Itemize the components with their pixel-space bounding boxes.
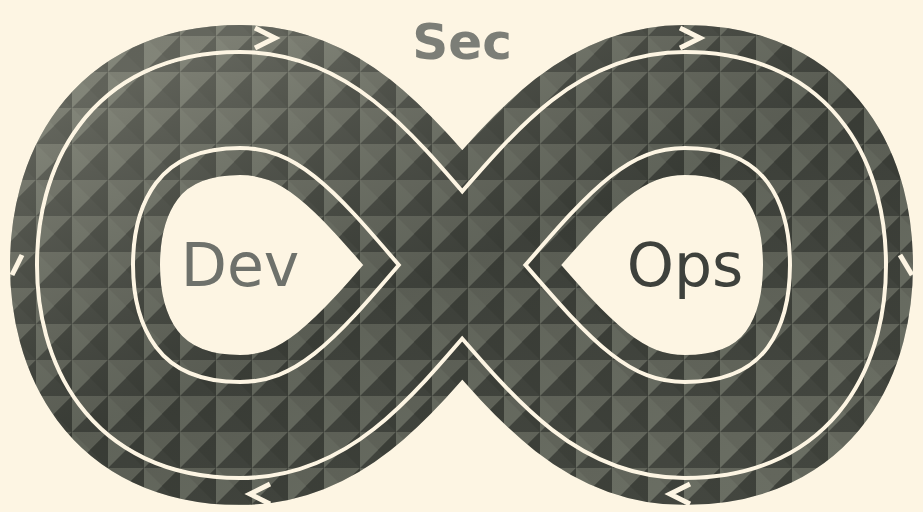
flow-chevrons	[12, 28, 912, 504]
cream-track	[85, 100, 838, 430]
chevron	[670, 484, 690, 504]
loop-text: Dev	[181, 235, 300, 295]
loop-text: Ops	[627, 235, 744, 295]
band-fill	[85, 100, 838, 430]
dev-loop: Dev	[176, 230, 305, 300]
chevron	[255, 28, 275, 48]
chevron	[12, 255, 22, 275]
chevron	[680, 28, 700, 48]
infinity-band	[85, 100, 838, 430]
sec-label: Sec	[412, 17, 512, 67]
band-inner	[85, 100, 838, 430]
band-inner-shade	[85, 100, 838, 430]
chevron	[900, 255, 912, 275]
ops-loop: Ops	[622, 230, 749, 300]
chevron	[250, 484, 270, 504]
band-shade	[85, 100, 838, 430]
